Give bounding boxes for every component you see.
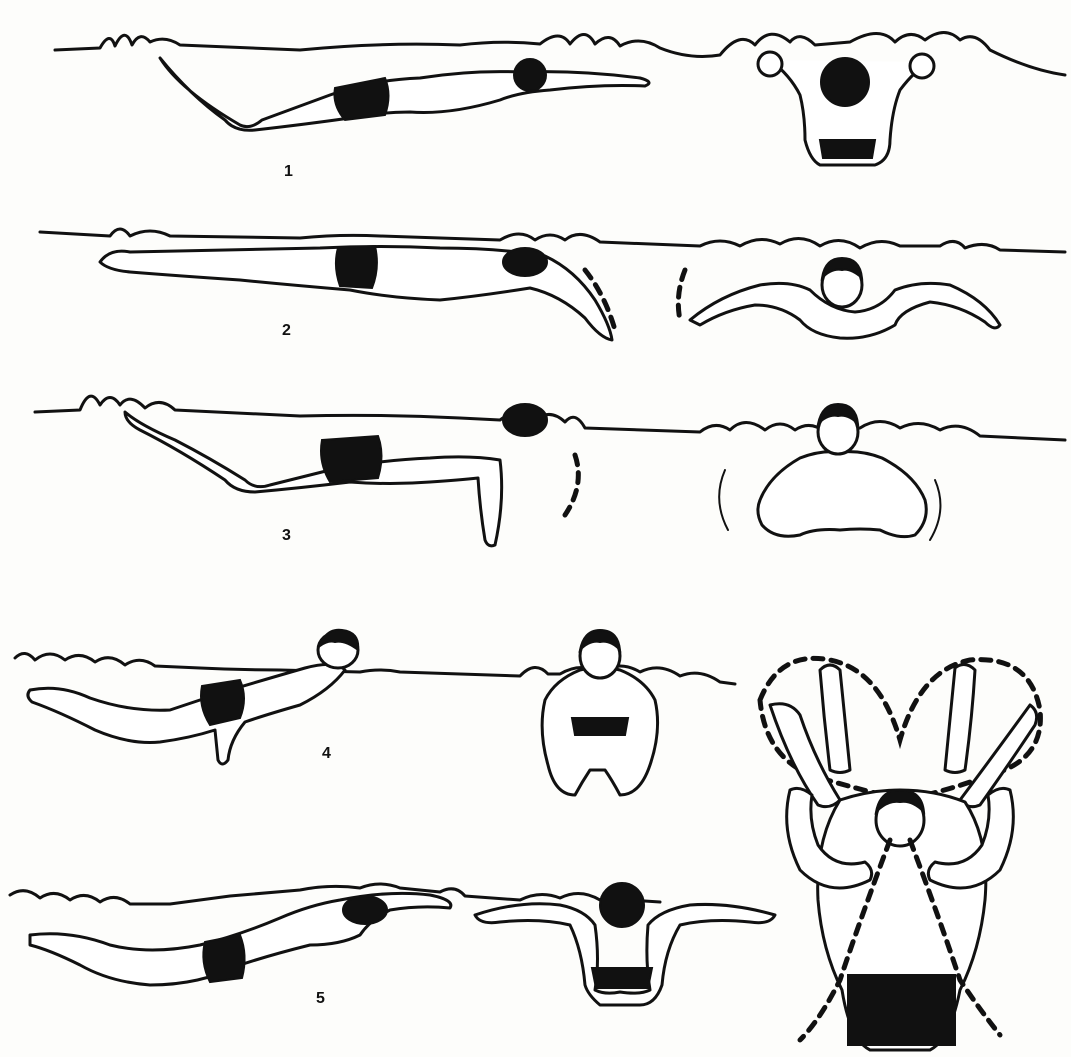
front-swimmer-trunks-4: [572, 718, 628, 735]
large-swimmer-trunks: [848, 975, 955, 1045]
side-swimmer-head-1: [514, 59, 546, 91]
water-swirl-right-3: [930, 480, 940, 540]
step-2-group: [40, 229, 1065, 340]
water-surface-2: [40, 229, 1065, 252]
front-swimmer-left-fist-1: [758, 52, 782, 76]
side-swimmer-trunks-5: [203, 935, 244, 982]
step-number-4: 4: [322, 745, 331, 763]
side-swimmer-body-1: [160, 58, 649, 130]
step-4-group: [15, 630, 735, 795]
side-swimmer-head-5: [343, 896, 387, 924]
step-5-group: [10, 883, 775, 1005]
water-surface-3: [35, 396, 1065, 440]
side-swimmer-head-3: [503, 404, 547, 436]
arm-raised-left: [820, 665, 850, 773]
front-swimmer-arm-path-2: [678, 270, 685, 320]
side-swimmer-trunks-3: [321, 436, 382, 482]
water-swirl-left-3: [719, 470, 728, 530]
side-swimmer-trunks-2: [336, 246, 377, 288]
arm-raised-right: [945, 664, 975, 772]
step-1-group: [55, 33, 1065, 166]
side-swimmer-head-2: [503, 248, 547, 276]
front-swimmer-body-3: [758, 452, 926, 537]
front-swimmer-right-fist-1: [910, 54, 934, 78]
arm-path-figure: [760, 658, 1040, 1050]
side-swimmer-trunks-4: [201, 680, 244, 725]
step-number-2: 2: [282, 322, 291, 340]
front-swimmer-trunks-5: [592, 968, 652, 988]
side-swimmer-body-4: [28, 664, 345, 764]
side-swimmer-body-3: [125, 412, 502, 546]
step-number-1: 1: [284, 163, 293, 181]
front-swimmer-head-5: [600, 883, 644, 927]
step-number-3: 3: [282, 527, 291, 545]
step-3-group: [35, 396, 1065, 546]
front-swimmer-trunks-1: [820, 140, 875, 158]
front-swimmer-head-1: [821, 58, 869, 106]
side-swimmer-trunks-1: [334, 78, 388, 120]
step-number-5: 5: [316, 990, 325, 1008]
side-swimmer-arm-path-3: [565, 455, 578, 515]
